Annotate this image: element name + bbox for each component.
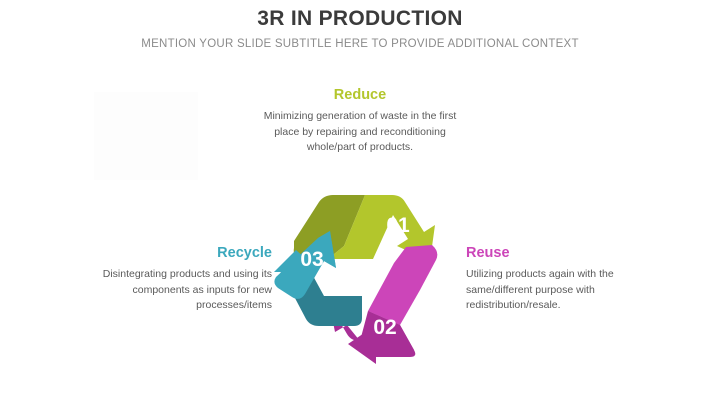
arrow-reuse-magenta[interactable]: 02 [328, 245, 438, 364]
arrow-reuse-fold [368, 245, 438, 325]
page-title: 3R IN PRODUCTION [257, 7, 463, 30]
arrow-reuse-body [348, 311, 416, 364]
step-body-reuse: Utilizing products again with the same/d… [466, 268, 614, 311]
slide-header: 3R IN PRODUCTION MENTION YOUR SLIDE SUBT… [0, 6, 720, 52]
arrow-recycle-teal[interactable]: 03 [274, 231, 362, 326]
arrow-reduce-head [328, 195, 435, 261]
slide-subtitle: MENTION YOUR SLIDE SUBTITLE HERE TO PROV… [141, 38, 579, 50]
arrow-reduce-fold [293, 195, 365, 259]
step-block-recycle: Recycle Disintegrating products and usin… [92, 244, 272, 314]
step-heading-reuse: Reuse [466, 245, 510, 261]
step-number-03: 03 [300, 248, 323, 271]
recycling-triangle-diagram: 01 02 03 [272, 184, 458, 364]
step-body-recycle: Disintegrating products and using its co… [102, 268, 272, 311]
step-heading-recycle: Recycle [217, 245, 272, 261]
step-body-reduce: Minimizing generation of waste in the fi… [263, 110, 457, 153]
step-block-reduce: Reduce Minimizing generation of waste in… [258, 86, 462, 156]
step-number-02: 02 [373, 316, 396, 339]
arrow-reduce-green[interactable]: 01 [293, 195, 435, 261]
arrow-recycle-body [274, 231, 336, 299]
step-heading-reduce: Reduce [333, 87, 387, 103]
step-block-reuse: Reuse Utilizing products again with the … [466, 244, 646, 314]
step-number-01: 01 [386, 214, 410, 237]
background-placeholder-box [94, 92, 198, 180]
